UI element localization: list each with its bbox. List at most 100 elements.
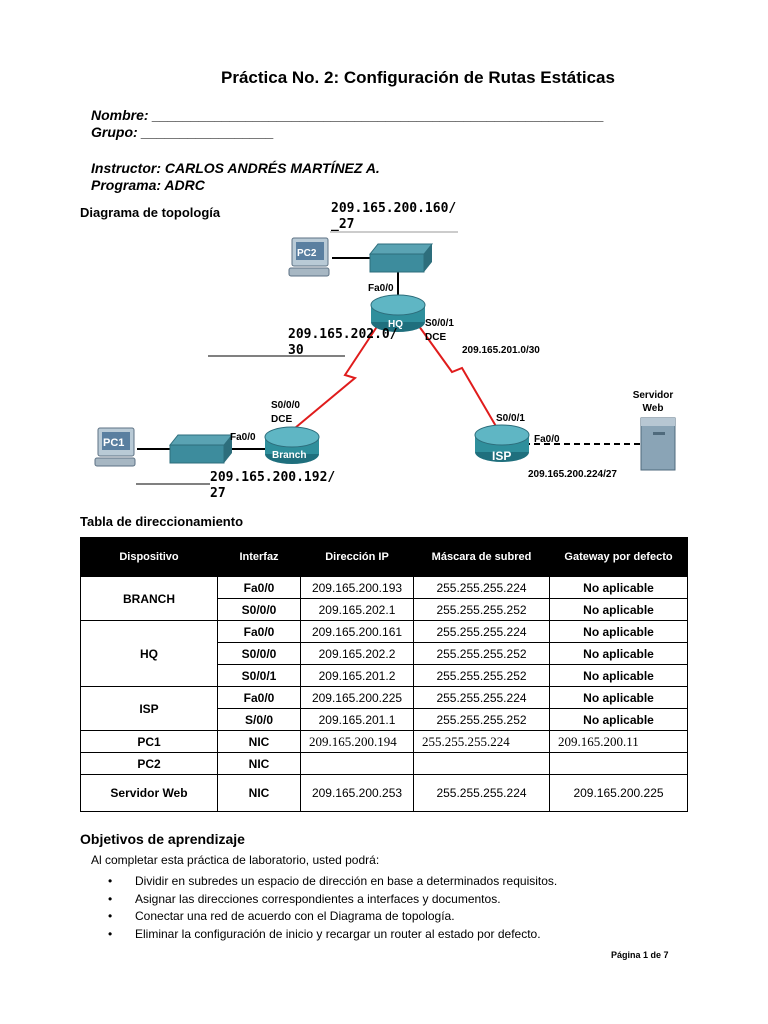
router-hq-icon	[370, 294, 426, 332]
table-row: S0/0/1 209.165.201.2 255.255.255.252 No …	[81, 664, 688, 687]
objectives-intro: Al completar esta práctica de laboratori…	[91, 853, 380, 867]
isp-label: ISP	[492, 449, 511, 463]
server-label-line2: Web	[642, 403, 664, 414]
cell-ip: 209.165.200.225	[300, 686, 414, 709]
cell-ip: 209.165.200.194	[300, 730, 414, 753]
table-row: Servidor Web NIC 209.165.200.253 255.255…	[80, 774, 688, 812]
branch-label: Branch	[272, 450, 306, 461]
header-dispositivo: Dispositivo	[80, 537, 218, 577]
cell-mask	[413, 752, 550, 775]
header-gateway: Gateway por defecto	[549, 537, 688, 577]
cell-mask: 255.255.255.252	[413, 642, 550, 665]
header-mask: Máscara de subred	[413, 537, 550, 577]
pc1-icon	[94, 427, 136, 467]
list-item: Conectar una red de acuerdo con el Diagr…	[108, 909, 557, 927]
list-item: Dividir en subredes un espacio de direcc…	[108, 874, 557, 892]
pc2-icon	[288, 237, 330, 277]
cell-interface: NIC	[217, 730, 301, 753]
nombre-field: Nombre: ________________________________…	[91, 107, 605, 123]
cell-ip	[300, 752, 414, 775]
net-isp-lan: 209.165.200.224/27	[528, 469, 617, 480]
switch-hq-icon	[368, 243, 434, 273]
cell-gateway: No aplicable	[549, 620, 688, 643]
device-pc1: PC1	[80, 730, 218, 753]
table-row: PC1 NIC 209.165.200.194 255.255.255.224 …	[80, 730, 688, 753]
addressing-section-title: Tabla de direccionamiento	[80, 514, 244, 529]
hq-label: HQ	[388, 319, 403, 330]
cell-gateway	[549, 752, 688, 775]
branch-s000-label: S0/0/0	[271, 400, 300, 411]
cell-ip: 209.165.201.1	[300, 708, 414, 731]
cell-ip: 209.165.200.161	[300, 620, 414, 643]
pc2-label: PC2	[297, 248, 317, 259]
cell-gateway: No aplicable	[549, 642, 688, 665]
table-row: PC2 NIC	[80, 752, 688, 775]
cell-gateway: No aplicable	[549, 664, 688, 687]
grupo-field: Grupo: _________________	[91, 124, 274, 140]
list-item: Asignar las direcciones correspondientes…	[108, 892, 557, 910]
cell-interface: S0/0/1	[217, 664, 301, 687]
server-icon	[640, 417, 676, 471]
cell-ip: 209.165.200.253	[300, 774, 414, 812]
cell-mask: 255.255.255.224	[413, 576, 550, 599]
net-hq-lan-line1: 209.165.200.160/	[331, 201, 457, 216]
objectives-section-title: Objetivos de aprendizaje	[80, 831, 245, 847]
table-row: S/0/0 209.165.201.1 255.255.255.252 No a…	[81, 708, 688, 731]
cell-interface: Fa0/0	[217, 686, 301, 709]
hq-s001-label: S0/0/1	[425, 318, 454, 329]
list-item: Eliminar la configuración de inicio y re…	[108, 927, 557, 945]
cell-gateway: No aplicable	[549, 686, 688, 709]
cell-interface: Fa0/0	[217, 620, 301, 643]
cell-ip: 209.165.201.2	[300, 664, 414, 687]
cell-interface: S0/0/0	[217, 598, 301, 621]
device-pc2: PC2	[80, 752, 218, 775]
table-row: BRANCH Fa0/0 209.165.200.193 255.255.255…	[80, 576, 688, 621]
server-label-line1: Servidor	[632, 390, 674, 401]
net-branch-hq-line2: 30	[288, 343, 304, 358]
cell-ip: 209.165.202.1	[300, 598, 414, 621]
hq-dce-label: DCE	[425, 332, 447, 343]
page-title: Práctica No. 2: Configuración de Rutas E…	[221, 68, 615, 87]
cell-gateway: No aplicable	[549, 598, 688, 621]
programa-field: Programa: ADRC	[91, 177, 205, 193]
net-branch-lan-line1: 209.165.200.192/	[210, 470, 336, 485]
router-isp-icon	[474, 424, 530, 462]
cell-interface: S0/0/0	[217, 642, 301, 665]
cell-ip: 209.165.202.2	[300, 642, 414, 665]
topology-section-title: Diagrama de topología	[80, 205, 221, 220]
cell-mask: 255.255.255.252	[413, 664, 550, 687]
topology-diagram: PC2 HQ Branch ISP PC1	[94, 231, 676, 485]
cell-mask: 255.255.255.224	[413, 730, 550, 753]
cell-mask: 255.255.255.252	[413, 708, 550, 731]
isp-fa-label: Fa0/0	[534, 434, 560, 445]
cell-interface: NIC	[217, 752, 301, 775]
cell-ip: 209.165.200.193	[300, 576, 414, 599]
objectives-list: Dividir en subredes un espacio de direcc…	[108, 874, 557, 944]
header-interfaz: Interfaz	[217, 537, 301, 577]
cell-mask: 255.255.255.224	[413, 686, 550, 709]
net-branch-lan-line2: 27	[210, 486, 226, 501]
instructor-field: Instructor: CARLOS ANDRÉS MARTÍNEZ A.	[91, 160, 380, 176]
cell-gateway: No aplicable	[549, 708, 688, 731]
device-branch: BRANCH	[80, 576, 218, 621]
hq-isp-serial-link	[415, 321, 498, 429]
cell-mask: 255.255.255.224	[413, 774, 550, 812]
header-ip: Dirección IP	[300, 537, 414, 577]
device-isp: ISP	[80, 686, 218, 731]
cell-mask: 255.255.255.224	[413, 620, 550, 643]
page-number: Página 1 de 7	[611, 950, 669, 960]
addressing-table: Dispositivo Interfaz Dirección IP Máscar…	[80, 537, 688, 812]
device-server: Servidor Web	[80, 774, 218, 812]
table-header-row: Dispositivo Interfaz Dirección IP Máscar…	[80, 537, 688, 577]
branch-hq-serial-link	[294, 321, 381, 429]
branch-dce-label: DCE	[271, 414, 293, 425]
table-row: HQ Fa0/0 209.165.200.161 255.255.255.224…	[80, 620, 688, 687]
cell-gateway: No aplicable	[549, 576, 688, 599]
cell-interface: S/0/0	[217, 708, 301, 731]
net-branch-hq-line1: 209.165.202.0/	[288, 327, 398, 342]
cell-interface: NIC	[217, 774, 301, 812]
device-hq: HQ	[80, 620, 218, 687]
switch-branch-icon	[168, 434, 234, 464]
cell-interface: Fa0/0	[217, 576, 301, 599]
branch-fa-label: Fa0/0	[230, 432, 256, 443]
